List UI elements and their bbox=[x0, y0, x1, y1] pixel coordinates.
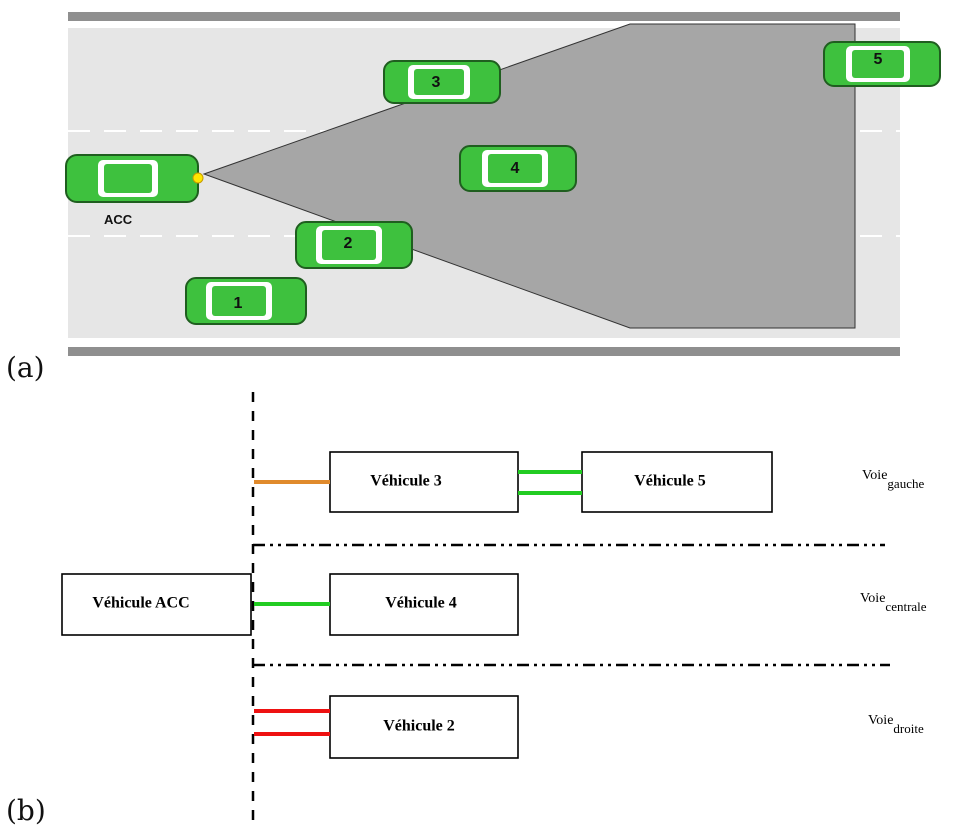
lane-diagram: Véhicule ACC Véhicule 3 Véhicule 5 Véhic… bbox=[61, 392, 927, 820]
lane-label-center-sub: centrale bbox=[885, 599, 926, 614]
box-vehicule-4-label: Véhicule 4 bbox=[385, 595, 457, 612]
box-vehicule-2 bbox=[329, 695, 519, 759]
car-number-3: 3 bbox=[432, 74, 441, 91]
road-edge-top bbox=[68, 12, 900, 21]
lane-label-center: Voiecentrale bbox=[860, 591, 927, 614]
car-acc bbox=[65, 154, 204, 203]
acc-car-label: ACC bbox=[104, 212, 133, 227]
box-vehicule-acc bbox=[61, 573, 252, 636]
car-1: 1 bbox=[185, 277, 307, 325]
box-vehicule-4 bbox=[329, 573, 519, 636]
car-3: 3 bbox=[383, 60, 501, 104]
box-vehicule-3-label: Véhicule 3 bbox=[370, 473, 442, 490]
panel-label-b: (b) bbox=[6, 794, 46, 827]
sensor-icon bbox=[192, 172, 204, 184]
car-number-1: 1 bbox=[234, 295, 243, 312]
car-number-5: 5 bbox=[874, 51, 883, 68]
box-vehicule-acc-label: Véhicule ACC bbox=[92, 595, 189, 612]
lane-label-right-sub: droite bbox=[893, 721, 924, 736]
lane-label-right-name: Voie bbox=[868, 713, 893, 728]
box-vehicule-3 bbox=[329, 451, 519, 513]
lane-label-left-name: Voie bbox=[862, 468, 887, 483]
box-vehicule-2-label: Véhicule 2 bbox=[383, 718, 455, 735]
car-number-2: 2 bbox=[344, 235, 353, 252]
car-4: 4 bbox=[459, 145, 577, 192]
lane-label-right: Voiedroite bbox=[868, 713, 924, 736]
road-edge-bottom bbox=[68, 347, 900, 356]
box-vehicule-5 bbox=[581, 451, 773, 513]
box-vehicule-5-label: Véhicule 5 bbox=[634, 473, 706, 490]
lane-label-center-name: Voie bbox=[860, 591, 885, 606]
road-scene: ACC 3 5 4 2 1 bbox=[65, 12, 941, 356]
lane-label-left-sub: gauche bbox=[887, 476, 924, 491]
lane-label-left: Voiegauche bbox=[862, 468, 924, 491]
car-2: 2 bbox=[295, 221, 413, 269]
panel-label-a: (a) bbox=[6, 351, 45, 384]
car-number-4: 4 bbox=[511, 160, 520, 177]
car-5: 5 bbox=[823, 41, 941, 87]
